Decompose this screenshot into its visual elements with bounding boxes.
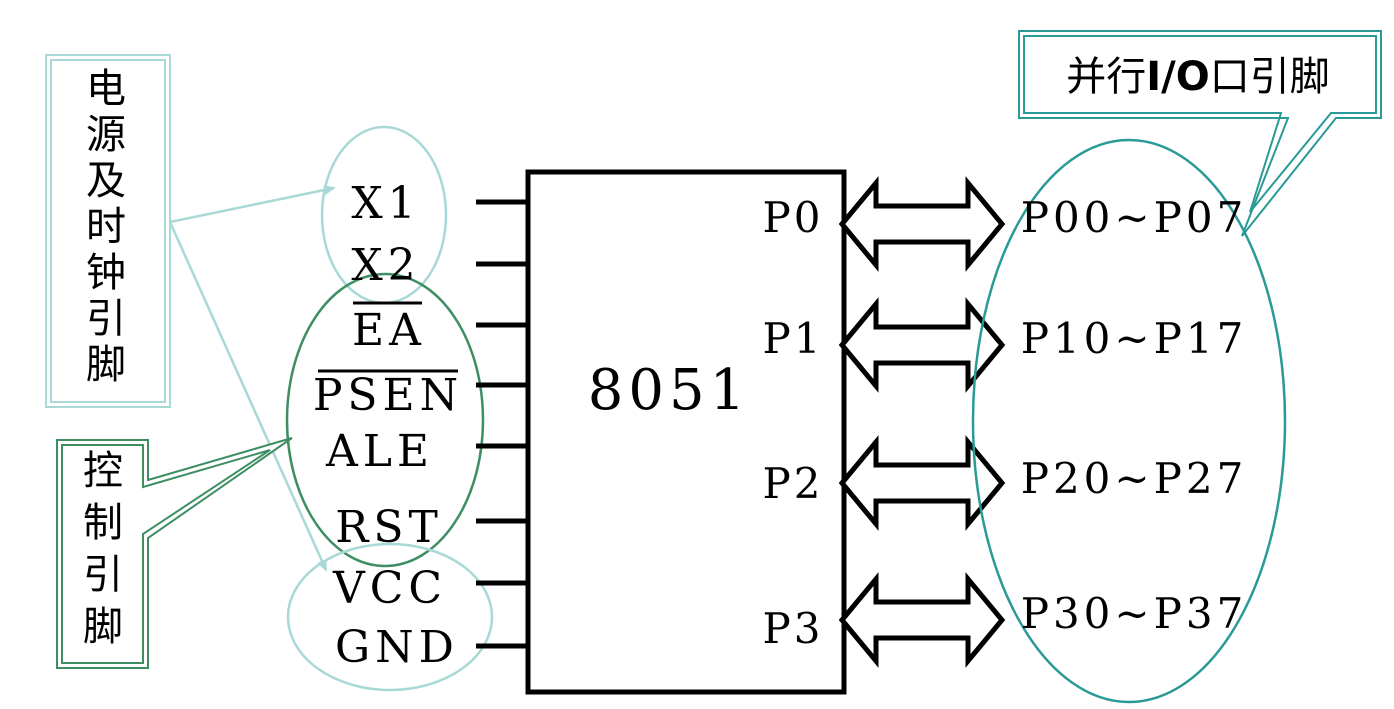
power-clock-callout: 电 源 及 时 钟 引 脚 xyxy=(45,54,171,408)
control-char: 脚 xyxy=(83,604,123,650)
port-arrow-p0 xyxy=(838,176,1006,272)
port-range-p0: P00~P07 xyxy=(1021,193,1248,242)
power-clock-char: 电 xyxy=(86,66,126,112)
port-label-p3: P3 xyxy=(763,604,824,653)
power-clock-char: 及 xyxy=(86,158,126,204)
port-range-p1: P10~P17 xyxy=(1021,314,1248,363)
pin-label-psen: PSEN xyxy=(313,370,463,421)
port-label-p1: P1 xyxy=(763,314,824,363)
pin-label-gnd: GND xyxy=(335,622,459,673)
power-clock-pointer-clock xyxy=(169,185,336,224)
port-range-p2: P20~P27 xyxy=(1021,454,1248,503)
parallel-io-label: 并行I/O口引脚 xyxy=(1066,54,1330,100)
control-pins-ellipse xyxy=(285,272,485,568)
power-clock-char: 脚 xyxy=(86,342,126,388)
port-arrow-p2 xyxy=(838,435,1006,531)
pin-label-x2: X2 xyxy=(351,240,420,291)
power-pins-ellipse xyxy=(286,542,494,692)
pin-label-vcc: VCC xyxy=(332,563,447,614)
power-clock-char: 源 xyxy=(86,112,126,158)
parallel-io-bold: I/O xyxy=(1146,54,1210,100)
control-callout: 控 制 引 脚 xyxy=(56,437,293,669)
port-label-p2: P2 xyxy=(763,459,824,508)
power-clock-char: 引 xyxy=(86,296,126,342)
port-arrow-p3 xyxy=(838,572,1006,668)
power-clock-char: 时 xyxy=(86,204,126,250)
chip-label: 8051 xyxy=(588,358,751,423)
pin-label-x1: X1 xyxy=(351,178,420,229)
io-pins-ellipse xyxy=(971,138,1287,704)
parallel-io-suffix: 口引脚 xyxy=(1210,54,1330,100)
control-char: 控 xyxy=(83,448,123,494)
pin-label-ea: EA xyxy=(352,305,426,356)
port-arrow-p1 xyxy=(838,297,1006,393)
pin-label-ale: ALE xyxy=(325,426,434,477)
chip-body xyxy=(525,169,847,695)
port-arrows xyxy=(838,176,1006,668)
port-label-p0: P0 xyxy=(763,193,824,242)
left-pin-lines xyxy=(476,199,528,649)
control-char: 引 xyxy=(83,552,123,598)
power-clock-char: 钟 xyxy=(86,250,126,296)
port-range-p3: P30~P37 xyxy=(1021,589,1248,638)
control-char: 制 xyxy=(83,500,123,546)
power-clock-pointer-power xyxy=(168,221,328,572)
pin-label-rst: RST xyxy=(335,502,443,553)
parallel-io-callout: 并行I/O口引脚 xyxy=(1018,30,1382,237)
parallel-io-prefix: 并行 xyxy=(1066,54,1146,100)
